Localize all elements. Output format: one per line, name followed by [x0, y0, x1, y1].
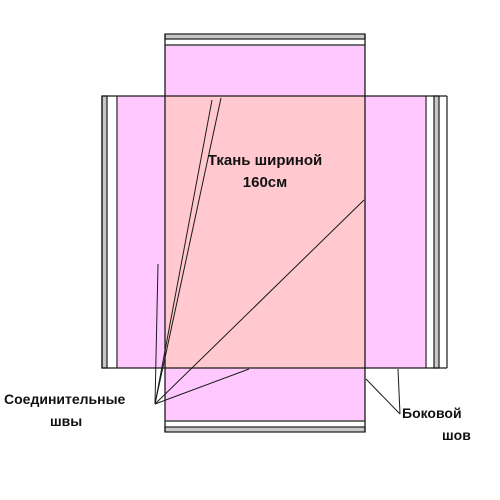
connecting-seams-label: Соединительные швы — [4, 388, 125, 432]
side-seam-line2: шов — [442, 427, 471, 443]
bottom-hem — [164, 420, 366, 433]
connecting-seams-leaders — [154, 97, 365, 405]
fabric-width-label: Ткань шириной 160см — [150, 150, 380, 194]
center-fabric-panel — [165, 96, 365, 368]
right-flap — [365, 96, 425, 368]
fabric-width-line2: 160см — [242, 174, 288, 191]
connecting-seams-line2: швы — [50, 413, 83, 429]
fabric-width-line1: Ткань шириной — [207, 152, 323, 169]
side-seam-line1: Боковой — [402, 405, 462, 421]
bottom-flap — [165, 368, 365, 420]
left-flap — [118, 96, 165, 368]
connecting-seams-line1: Соединительные — [4, 391, 126, 407]
side-seam-leaders — [365, 368, 401, 415]
side-seam-label: Боковой шов — [402, 402, 471, 446]
left-hem — [101, 95, 118, 369]
top-hem — [164, 33, 366, 46]
right-hem — [425, 95, 448, 369]
panel-outline — [101, 34, 447, 432]
top-flap — [165, 46, 365, 96]
